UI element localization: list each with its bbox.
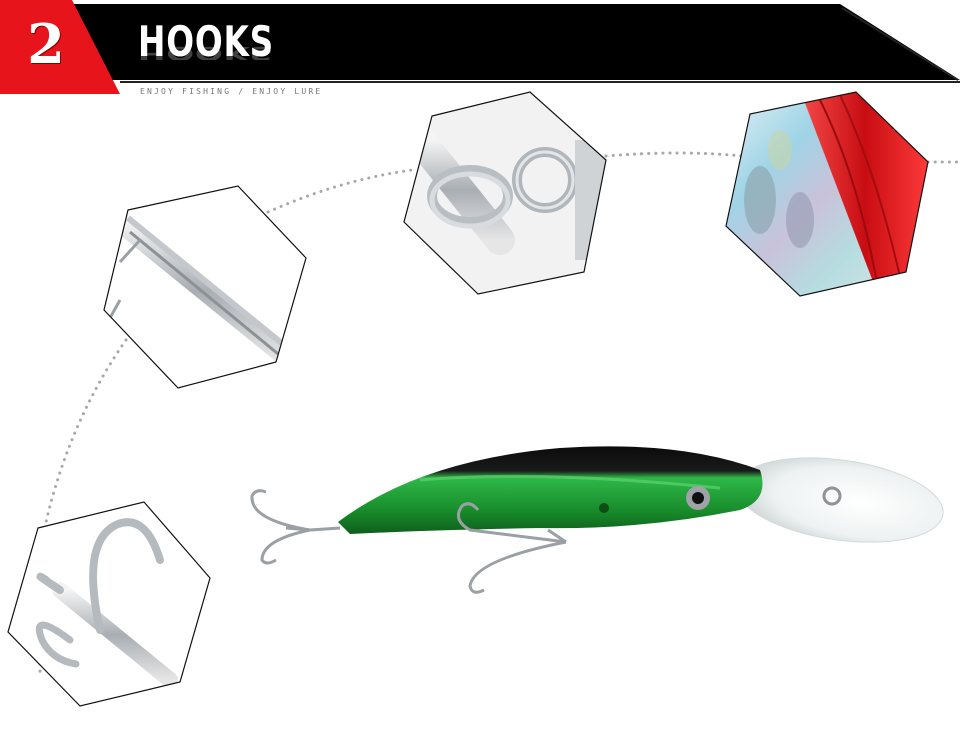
- section-number: 2: [27, 12, 65, 76]
- header-black-bar: [0, 4, 960, 80]
- holographic-scale-icon: [726, 92, 928, 296]
- split-ring-icon: [404, 92, 606, 294]
- page-title: HOOKS: [138, 17, 275, 66]
- tail-treble-hook: [250, 489, 341, 565]
- fishing-lure-product: [250, 446, 944, 594]
- dotted-arc-1: [266, 168, 414, 214]
- header-corner-line: [841, 7, 959, 81]
- hook-shank-closeup-panel: [103, 185, 307, 389]
- split-ring-closeup-panel: [403, 91, 607, 295]
- dotted-arc-4: [44, 338, 128, 524]
- header-corner-cut: [840, 4, 960, 80]
- dotted-arc-2: [604, 151, 744, 158]
- header-shapes: [0, 0, 960, 94]
- treble-hook-closeup-panel: [7, 501, 211, 707]
- section-badge: [0, 0, 120, 94]
- belly-treble-hook: [456, 502, 567, 594]
- lure-body: [338, 446, 763, 534]
- header-band: 2 HOOKS HOOKS ENJOY FISHING / ENJOY LURE: [0, 0, 960, 100]
- holographic-finish-closeup-panel: [725, 91, 929, 297]
- line-tie-ring: [822, 486, 842, 506]
- header-tagline: ENJOY FISHING / ENJOY LURE: [140, 87, 323, 96]
- dotted-connector-arcs: [38, 151, 960, 678]
- hook-shank-icon: [104, 186, 306, 388]
